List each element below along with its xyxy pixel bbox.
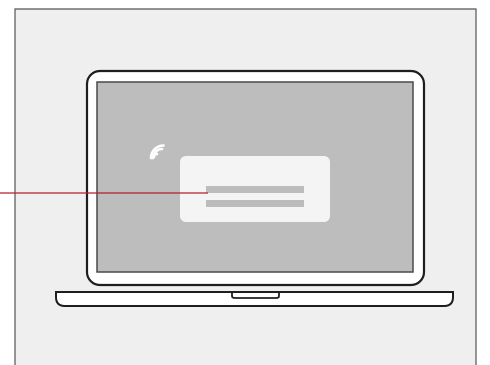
notification-line-2 (206, 200, 304, 207)
notification-line-1 (206, 186, 304, 193)
laptop-base (56, 292, 453, 306)
